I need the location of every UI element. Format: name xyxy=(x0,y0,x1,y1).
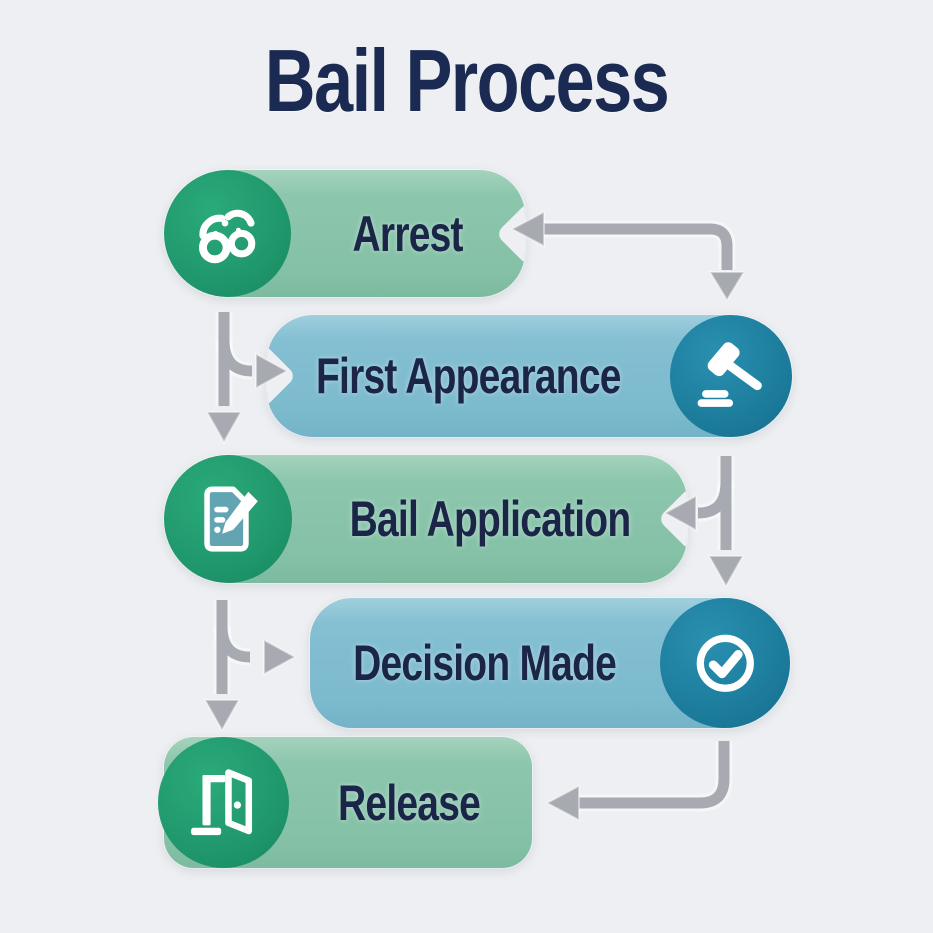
step-first-appearance: First Appearance xyxy=(267,315,792,437)
arrowhead-down-to-first xyxy=(708,271,746,302)
step-decision-made-label-wrap: Decision Made xyxy=(310,634,660,692)
step-bail-application-label: Bail Application xyxy=(349,491,631,547)
step-arrest: Arrest xyxy=(164,170,525,297)
step-decision-made: Decision Made xyxy=(310,598,790,728)
arrowhead-left-into-release xyxy=(544,784,580,822)
step-bail-application-label-wrap: Bail Application xyxy=(292,490,687,548)
document-pen-icon xyxy=(204,486,259,552)
step-release-label-wrap: Release xyxy=(286,774,532,832)
step-arrest-badge xyxy=(164,170,291,297)
step-release: Release xyxy=(158,737,532,868)
connector-left-branch-2 xyxy=(203,600,298,733)
open-door-icon xyxy=(191,769,252,835)
step-first-appearance-badge xyxy=(670,315,792,437)
handcuffs-icon xyxy=(199,209,256,264)
step-arrest-label: Arrest xyxy=(352,205,464,262)
step-decision-made-label: Decision Made xyxy=(353,635,618,691)
step-bail-application-badge xyxy=(164,455,292,583)
step-bail-application: Bail Application xyxy=(164,455,687,583)
arrowhead-down-to-release xyxy=(203,699,241,733)
connector-arrest-first xyxy=(509,210,746,302)
gavel-icon xyxy=(697,342,763,408)
check-circle-icon xyxy=(696,634,754,692)
step-arrest-label-wrap: Arrest xyxy=(291,205,525,263)
page-title: Bail Process xyxy=(264,31,670,130)
step-release-badge xyxy=(158,737,289,868)
arrowhead-right-into-decision xyxy=(263,638,298,676)
step-first-appearance-label: First Appearance xyxy=(316,348,621,404)
step-first-appearance-label-wrap: First Appearance xyxy=(267,347,670,405)
arrowhead-down-to-decision xyxy=(707,555,745,589)
step-decision-made-badge xyxy=(660,598,790,728)
arrowhead-down-to-bail xyxy=(205,411,243,445)
connector-decision-release xyxy=(544,741,730,822)
step-release-label: Release xyxy=(337,774,481,831)
